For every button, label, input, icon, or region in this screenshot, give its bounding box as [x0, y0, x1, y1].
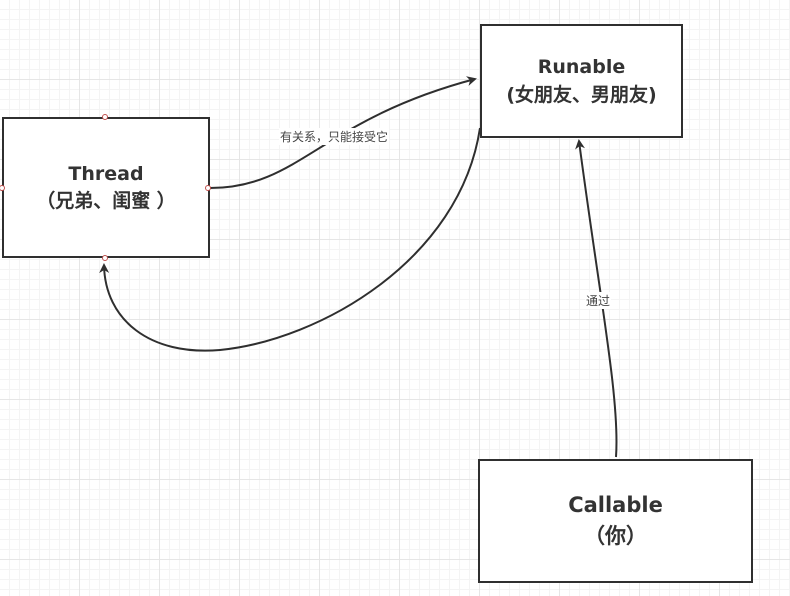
- callable-node-subtitle: （你）: [584, 524, 647, 548]
- thread-connection-handle-left[interactable]: [0, 185, 5, 191]
- edge-callable-to-runable[interactable]: [575, 139, 618, 458]
- thread-node-subtitle: （兄弟、闺蜜 ）: [36, 189, 176, 212]
- thread-connection-handle-top[interactable]: [102, 114, 108, 120]
- edge-label-callable-to-runable[interactable]: 通过: [585, 292, 612, 309]
- runable-node[interactable]: Runable (女朋友、男朋友): [480, 24, 683, 138]
- edge-runable-to-thread[interactable]: [99, 127, 481, 352]
- thread-connection-handle-bottom[interactable]: [102, 255, 108, 261]
- callable-node-title: Callable: [568, 493, 663, 517]
- runable-node-title: Runable: [537, 56, 626, 78]
- runable-node-subtitle: (女朋友、男朋友): [506, 84, 657, 106]
- thread-node[interactable]: Thread （兄弟、闺蜜 ）: [2, 117, 210, 258]
- thread-node-title: Thread: [68, 162, 144, 185]
- thread-connection-handle-right[interactable]: [205, 185, 211, 191]
- edge-thread-to-runable[interactable]: [209, 76, 477, 189]
- callable-node[interactable]: Callable （你）: [478, 459, 753, 583]
- edge-label-thread-to-runable[interactable]: 有关系，只能接受它: [279, 128, 390, 145]
